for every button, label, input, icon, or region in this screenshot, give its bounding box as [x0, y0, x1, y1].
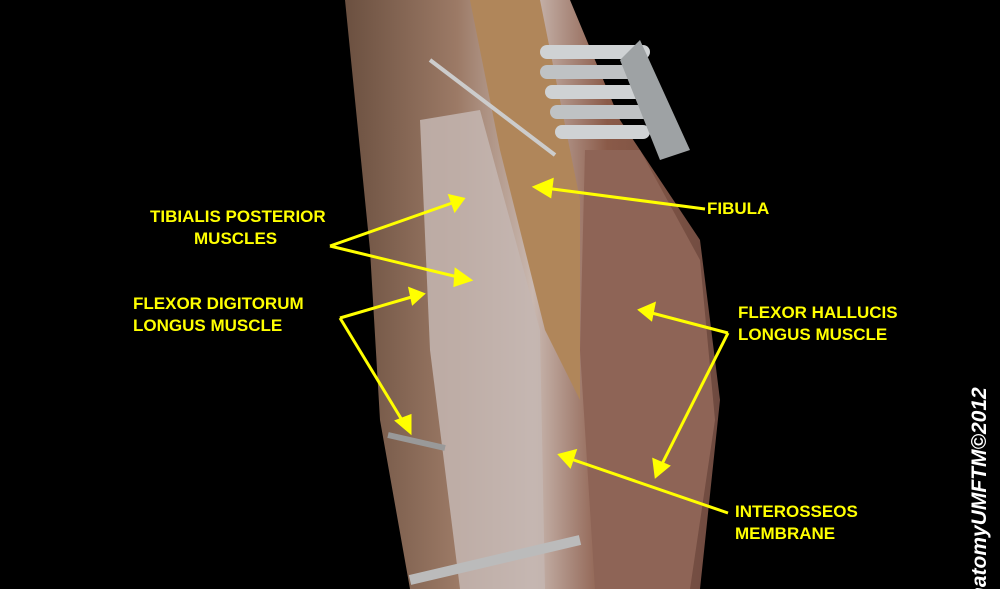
flexor-hallucis-muscle — [580, 150, 715, 589]
arrow-flexor-hallucis-1 — [647, 310, 729, 335]
arrow-flexor-digitorum-2 — [338, 317, 407, 426]
tibialis-posterior-muscle — [420, 110, 545, 589]
label-line: MUSCLES — [194, 229, 278, 248]
label-line: INTEROSSEOS — [735, 502, 858, 521]
probe — [408, 535, 582, 585]
label-line: LONGUS MUSCLE — [133, 316, 283, 335]
label-flexor-digitorum: FLEXOR DIGITORUM LONGUS MUSCLE — [133, 293, 304, 337]
label-line: FLEXOR DIGITORUM — [133, 294, 304, 313]
arrow-interosseos — [567, 456, 729, 515]
label-line: MEMBRANE — [735, 524, 836, 543]
arrow-flexor-hallucis-2 — [658, 332, 730, 469]
label-line: TIBIALIS POSTERIOR — [150, 207, 326, 226]
watermark: natomyUMFTM©2012 — [968, 387, 991, 589]
probe — [428, 58, 557, 157]
pointer-arrows — [329, 177, 730, 515]
label-tibialis-posterior: TIBIALIS POSTERIOR MUSCLES — [150, 206, 326, 250]
arrow-flexor-digitorum-1 — [339, 294, 416, 320]
arrow-tibialis-2 — [329, 244, 463, 280]
probe — [387, 432, 446, 451]
label-interosseos: INTEROSSEOS MEMBRANE — [735, 501, 858, 545]
arrow-tibialis-1 — [329, 200, 456, 248]
label-fibula: FIBULA — [707, 199, 770, 218]
label-flexor-hallucis: FLEXOR HALLUCIS LONGUS MUSCLE — [738, 302, 898, 346]
label-line: FLEXOR HALLUCIS — [738, 303, 898, 322]
arrow-fibula — [544, 186, 706, 211]
label-line: LONGUS MUSCLE — [738, 325, 888, 344]
fibula-bone — [470, 0, 580, 400]
retractor — [540, 40, 690, 160]
